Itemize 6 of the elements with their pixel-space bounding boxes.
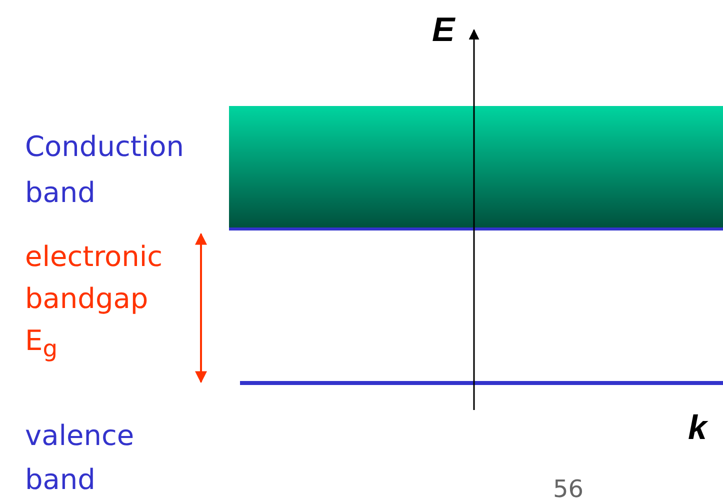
axis-label: E bbox=[432, 12, 456, 48]
band-label: valence band bbox=[25, 418, 136, 498]
bandgap-label: electronic bandgap E$_{g}$ bbox=[25, 239, 164, 365]
band-label: Conduction band bbox=[25, 129, 185, 211]
axis-label: k bbox=[688, 410, 710, 446]
page-number: 56 bbox=[553, 474, 585, 499]
